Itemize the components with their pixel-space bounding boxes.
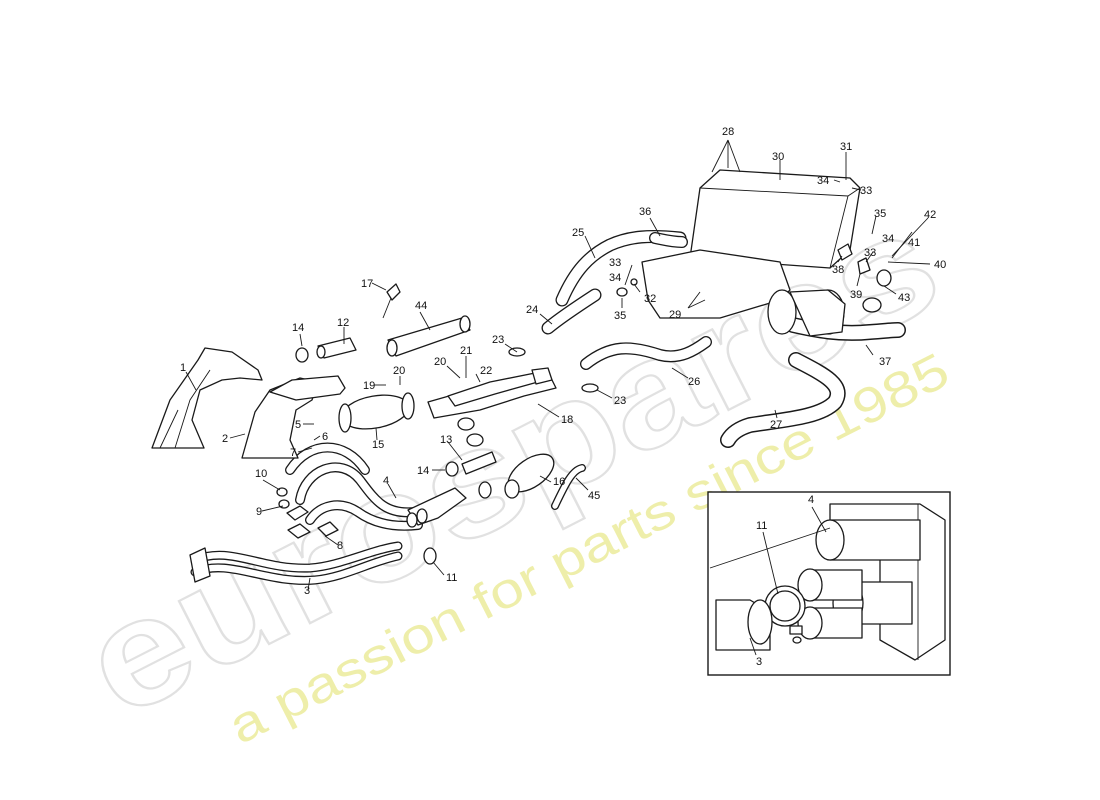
callout: 19 [363,380,375,392]
callout: 1 [180,362,186,374]
callout: 13 [440,434,452,446]
callout: 12 [337,317,349,329]
leader-lines [185,139,931,591]
pipe-13 [461,451,497,475]
callout: 32 [644,293,656,305]
callout: 30 [772,151,784,163]
clamp-11 [423,547,437,565]
callout: 26 [688,376,700,388]
callout: 16 [553,476,565,488]
callout: 29 [669,309,681,321]
callout: 23 [492,334,504,346]
callout: 4 [383,475,389,487]
callout: 25 [572,227,584,239]
callout: 33 [860,185,872,197]
callout: 42 [924,209,936,221]
callout: 33 [609,257,621,269]
callout: 2 [222,433,228,445]
callout: 5 [295,419,301,431]
callout: 11 [446,572,457,584]
sensor-17 [386,283,401,301]
callout: 44 [415,300,427,312]
pipe-44 [387,317,471,357]
callout: 35 [614,310,626,322]
callout: 39 [850,289,862,301]
callout: 41 [908,237,920,249]
callout: 15 [372,439,384,451]
callout: 24 [526,304,538,316]
callout: 18 [561,414,573,426]
callout: 36 [639,206,651,218]
callout: 34 [882,233,894,245]
callout: 33 [864,247,876,259]
manifold-left [151,347,263,449]
callout: 38 [832,264,844,276]
callout: 20 [434,356,446,368]
callout: 34 [817,175,829,187]
clamp-14-upper [295,347,309,363]
callout: 20 [393,365,405,377]
callout: 22 [480,365,492,377]
callout: 40 [934,259,946,271]
callout-labels: 1 2 3 4 5 6 7 8 9 10 11 12 13 14 14 15 1… [180,126,946,597]
inset-callout: 3 [756,656,762,668]
catalyst-2 [269,375,346,401]
callout: 7 [290,447,296,459]
callout: 10 [255,468,267,480]
callout: 28 [722,126,734,138]
callout: 14 [417,465,429,477]
callout: 8 [337,540,343,552]
callout: 6 [322,431,328,443]
callout: 34 [609,272,621,284]
callout: 37 [879,356,891,368]
pipes [190,229,906,585]
inset-callout: 4 [808,494,814,506]
callout: 27 [770,419,782,431]
callout: 3 [304,585,310,597]
callout: 23 [614,395,626,407]
callout: 14 [292,322,304,334]
parts [151,169,892,583]
clamp-14-lower [445,461,459,477]
callout: 17 [361,278,373,290]
callout: 43 [898,292,910,304]
callout: 9 [256,506,262,518]
callout: 21 [460,345,472,357]
callout: 31 [840,141,852,153]
callout: 35 [874,208,886,220]
inset-callout: 11 [756,520,767,532]
callout: 45 [588,490,600,502]
inset-detail: 4 11 3 [707,491,951,676]
